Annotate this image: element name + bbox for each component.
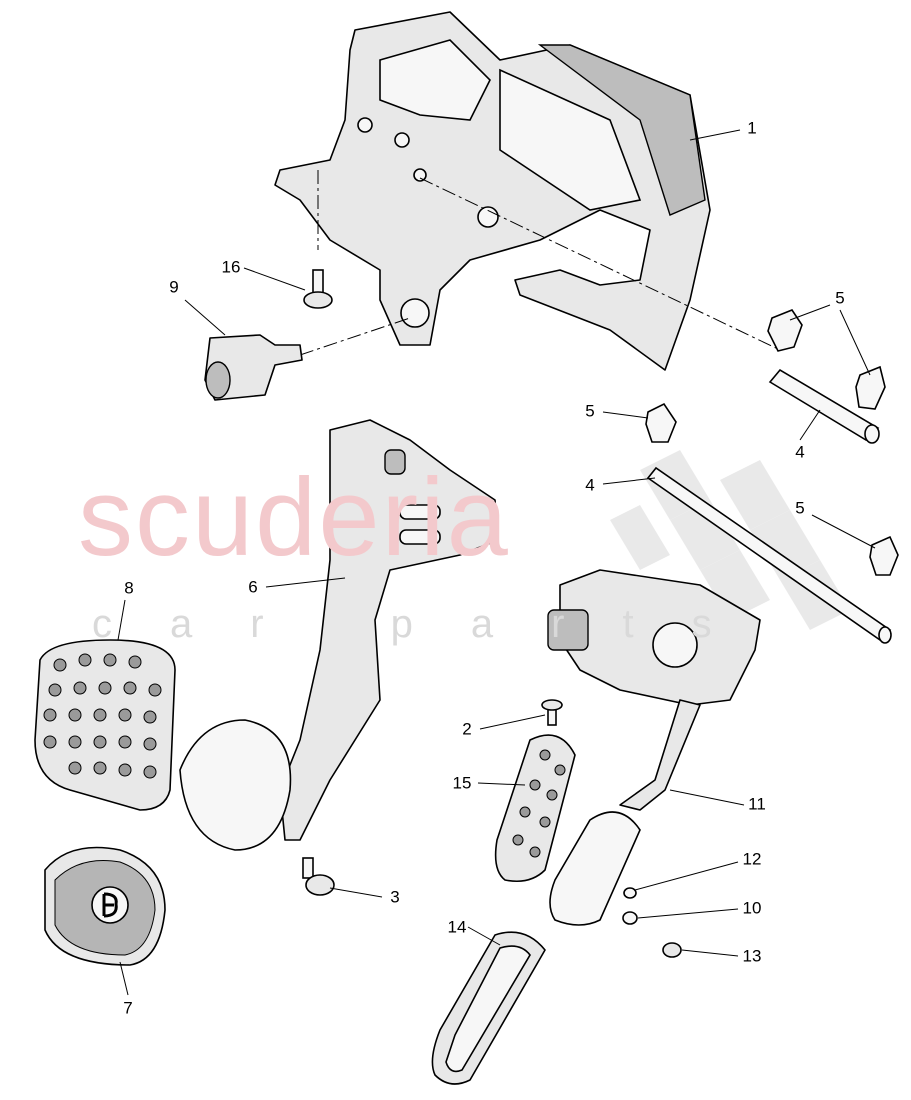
part-6-brake-pedal <box>179 419 499 851</box>
callout-8: 8 <box>124 578 134 598</box>
leader-lines <box>117 129 876 996</box>
callout-1: 1 <box>747 118 757 138</box>
part-4-pin <box>768 368 880 444</box>
callout-10: 10 <box>742 898 762 918</box>
part-5-clip <box>767 309 803 352</box>
callout-7: 7 <box>123 998 133 1018</box>
part-3-bolt <box>302 857 335 896</box>
logo-mark <box>102 892 118 918</box>
callout-12: 12 <box>742 849 762 869</box>
centerline <box>299 317 411 356</box>
callout-5: 5 <box>585 401 595 421</box>
part-12-washer <box>623 887 637 899</box>
watermark-sub: car parts <box>92 602 770 646</box>
part-5-clip <box>645 402 677 443</box>
accelerator-pedal-module <box>547 569 761 706</box>
part-10-washer <box>622 911 638 925</box>
centerline <box>419 177 781 351</box>
part-15-accelerator-pad <box>494 734 576 883</box>
part-4-pin <box>646 466 892 644</box>
callout-9: 9 <box>169 277 179 297</box>
part-8-brake-pedal-pad <box>34 639 176 811</box>
part-2-screw <box>541 699 563 726</box>
part-7-pedal-pad <box>44 846 166 966</box>
callout-11: 11 <box>748 794 766 814</box>
part-9-brake-light-switch <box>204 334 303 401</box>
callout-4: 4 <box>585 475 595 495</box>
callout-15: 15 <box>452 773 472 793</box>
part-11-accelerator-arm <box>549 699 701 926</box>
callout-3: 3 <box>390 887 400 907</box>
part-13-bolt <box>662 942 682 958</box>
callout-5: 5 <box>835 288 845 308</box>
callout-5: 5 <box>795 498 805 518</box>
callout-14: 14 <box>447 917 467 937</box>
callout-13: 13 <box>742 946 762 966</box>
callout-4: 4 <box>795 442 805 462</box>
part-5-clip <box>855 365 886 410</box>
part-1-pedal-bracket <box>274 11 711 371</box>
watermark-brand: scuderia <box>78 456 510 579</box>
part-5-clip <box>869 535 899 576</box>
callout-16: 16 <box>221 257 241 277</box>
callout-2: 2 <box>462 719 472 739</box>
part-16-bolt <box>303 269 333 309</box>
callout-6: 6 <box>248 577 258 597</box>
part-14-accelerator-pad <box>431 931 546 1085</box>
